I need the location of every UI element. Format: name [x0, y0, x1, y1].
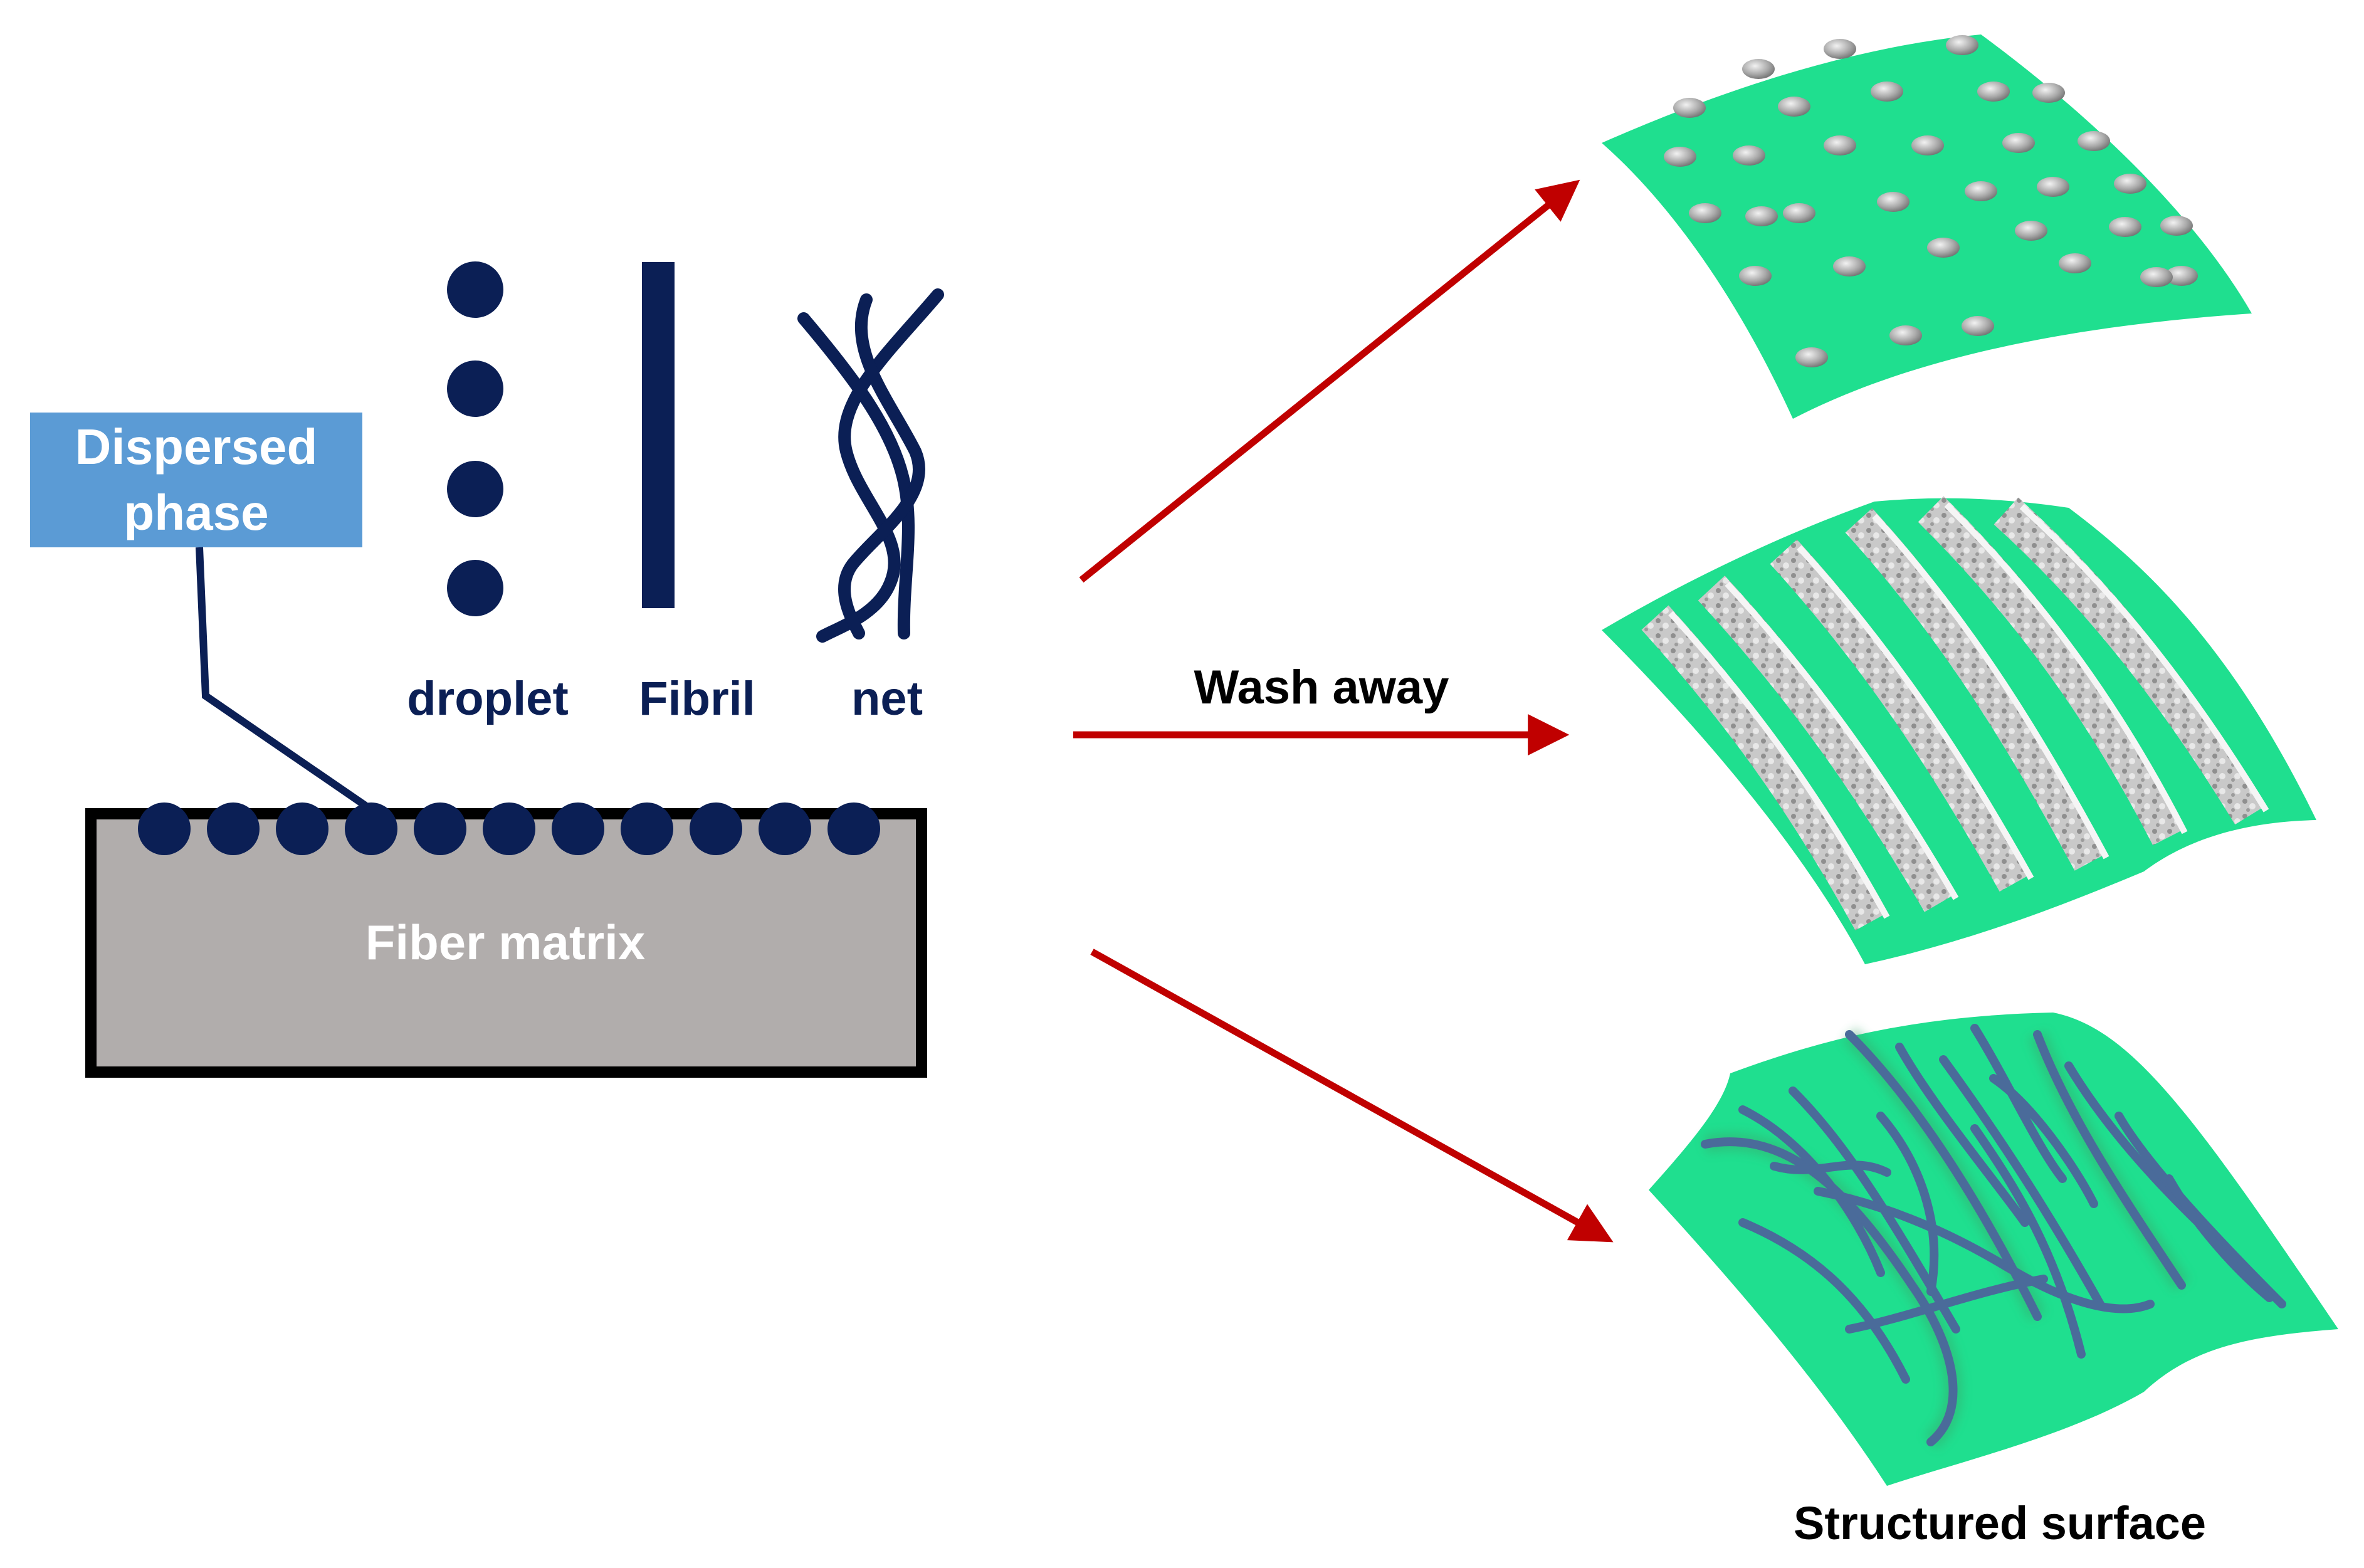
- droplet-structured-surface: [1602, 34, 2252, 419]
- net-icon: [797, 288, 944, 643]
- stripe-highlights: [1668, 502, 2269, 919]
- net-label: net: [851, 672, 923, 725]
- net-structured-surface: [1649, 1013, 2338, 1486]
- dispersed-phase-callout: Dispersed phase: [30, 413, 368, 809]
- structured-surface-label: Structured surface: [1794, 1497, 2206, 1549]
- surface-sheet: [1602, 498, 2316, 964]
- wash-away-label: Wash away: [1194, 661, 1449, 714]
- surface-sheet: [1602, 34, 2252, 419]
- fiber-matrix-block: [85, 808, 927, 1078]
- droplet-label: droplet: [407, 672, 569, 725]
- dispersed-phase-label-line2: phase: [123, 485, 268, 540]
- callout-box: [30, 413, 362, 547]
- net-fibers: [1701, 1024, 2286, 1446]
- arrow-to-droplet-surface: [1079, 179, 1580, 583]
- surface-droplets: [138, 802, 880, 855]
- fibril-structured-surface: [1602, 496, 2316, 964]
- fiber-matrix-label: Fiber matrix: [365, 915, 645, 970]
- arrow-to-net-surface: [1090, 949, 1614, 1243]
- process-arrows: [1073, 179, 1614, 1243]
- droplet-icon: [447, 261, 503, 616]
- fibril-label: Fibril: [639, 672, 755, 725]
- dispersed-phase-label-line1: Dispersed: [75, 419, 318, 475]
- fibril-icon: [642, 262, 675, 608]
- surface-stripes: [1641, 496, 2266, 931]
- callout-leader-line: [196, 547, 368, 809]
- fiber-matrix: Fiber matrix: [85, 802, 927, 1078]
- surface-bumps: [1664, 35, 2198, 367]
